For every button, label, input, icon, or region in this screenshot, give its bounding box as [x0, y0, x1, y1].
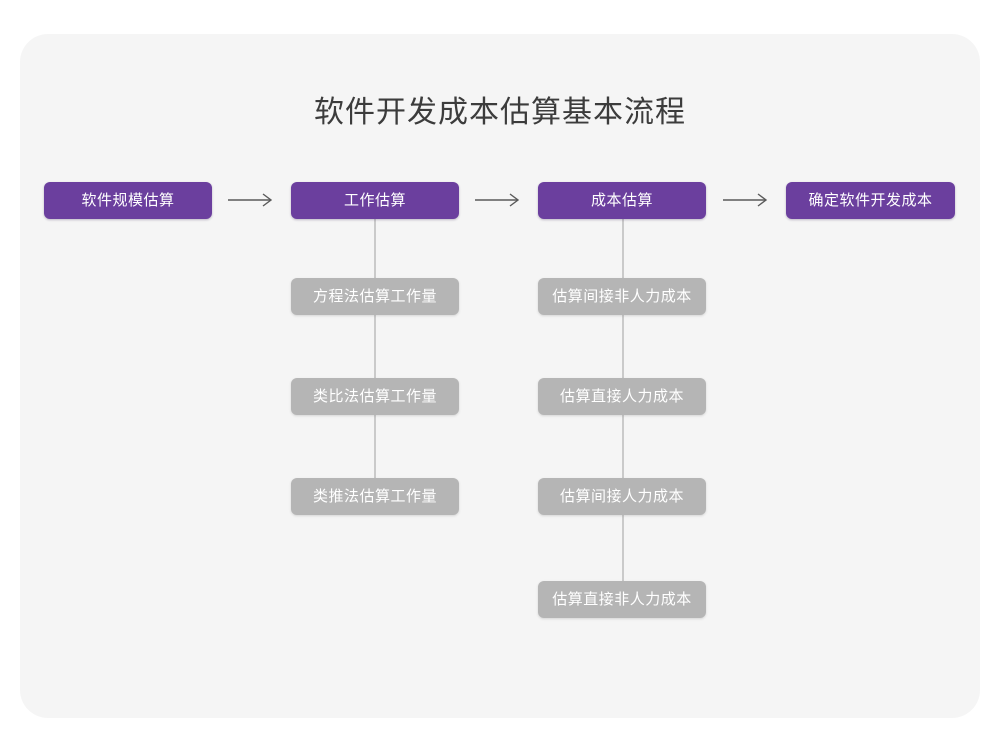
flow-node-step-4[interactable]: 确定软件开发成本	[786, 182, 955, 219]
flow-node-label: 软件规模估算	[81, 192, 175, 209]
branch-node-label: 估算直接人力成本	[559, 388, 684, 405]
branch-node-cost-1[interactable]: 估算间接非人力成本	[538, 278, 706, 315]
branch-node-label: 估算直接非人力成本	[552, 591, 692, 608]
flow-node-step-3[interactable]: 成本估算	[538, 182, 706, 219]
connector-line-effort	[374, 217, 376, 497]
flow-arrow-1	[226, 190, 278, 210]
branch-node-label: 类推法估算工作量	[312, 488, 437, 505]
flow-arrow-3	[721, 190, 773, 210]
branch-node-effort-3[interactable]: 类推法估算工作量	[291, 478, 459, 515]
branch-node-cost-2[interactable]: 估算直接人力成本	[538, 378, 706, 415]
page-title: 软件开发成本估算基本流程	[314, 96, 686, 129]
flow-node-label: 确定软件开发成本	[808, 192, 933, 209]
content-card	[20, 34, 980, 718]
flow-node-label: 工作估算	[343, 192, 406, 209]
branch-node-label: 类比法估算工作量	[312, 388, 437, 405]
branch-node-label: 估算间接非人力成本	[552, 288, 692, 305]
flow-node-label: 成本估算	[590, 192, 653, 209]
branch-node-effort-1[interactable]: 方程法估算工作量	[291, 278, 459, 315]
flow-node-step-2[interactable]: 工作估算	[291, 182, 459, 219]
flow-arrow-2	[473, 190, 525, 210]
branch-node-label: 方程法估算工作量	[312, 288, 437, 305]
branch-node-effort-2[interactable]: 类比法估算工作量	[291, 378, 459, 415]
branch-node-label: 估算间接人力成本	[559, 488, 684, 505]
branch-node-cost-4[interactable]: 估算直接非人力成本	[538, 581, 706, 618]
branch-node-cost-3[interactable]: 估算间接人力成本	[538, 478, 706, 515]
flow-node-step-1[interactable]: 软件规模估算	[44, 182, 212, 219]
